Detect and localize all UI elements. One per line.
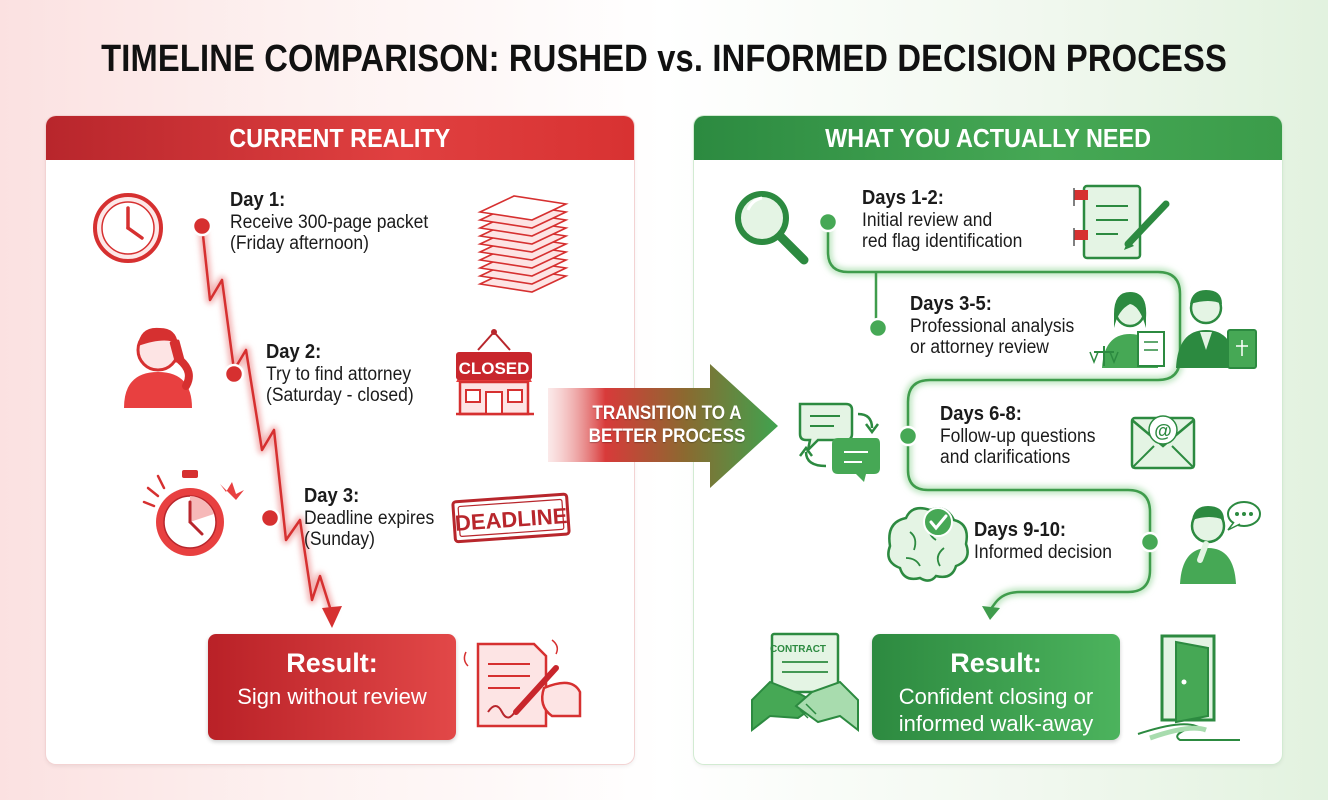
email-envelope-icon xyxy=(1130,415,1196,470)
day1-description: Receive 300-page packet (Friday afternoo… xyxy=(230,212,429,254)
person-phone-icon xyxy=(124,327,193,408)
open-door-icon xyxy=(1137,634,1240,741)
day2-marker xyxy=(223,363,245,385)
flagged-document-icon xyxy=(1073,184,1170,260)
informed-result-value: Confident closing or informed walk-away xyxy=(898,684,1094,736)
days9-10-step: Days 9-10: Informed decision xyxy=(974,519,1124,564)
closed-building-icon xyxy=(456,329,534,416)
transition-arrow xyxy=(548,364,778,488)
days1-2-description: Initial review and red flag identificati… xyxy=(862,210,1023,252)
deadline-stamp xyxy=(451,492,571,544)
signing-document-icon xyxy=(463,639,582,728)
closed-sign-text: CLOSED xyxy=(459,359,530,378)
days6-8-step: Days 6-8: Follow-up questions and clarif… xyxy=(940,403,1109,469)
brain-check-icon xyxy=(887,507,969,582)
rushed-result-value: Sign without review xyxy=(237,684,427,709)
chat-bubbles-icon xyxy=(798,402,880,482)
clock-icon xyxy=(93,193,163,263)
rushed-result-label: Result: xyxy=(286,648,378,678)
day2-description: Try to find attorney (Saturday - closed) xyxy=(266,364,414,406)
page-title: TIMELINE COMPARISON: RUSHED vs. INFORMED… xyxy=(101,38,1227,80)
day3-title: Day 3: xyxy=(304,485,360,507)
days3-5-step: Days 3-5: Professional analysis or attor… xyxy=(910,293,1088,359)
thinking-person-icon xyxy=(1180,501,1261,584)
days1-2-marker xyxy=(817,211,839,233)
days1-2-title: Days 1-2: xyxy=(862,187,944,209)
days6-8-marker xyxy=(897,425,919,447)
day1-title: Day 1: xyxy=(230,189,286,211)
day2-step: Day 2: Try to find attorney (Saturday - … xyxy=(266,341,427,407)
informed-result-box: Result: Confident closing or informed wa… xyxy=(872,634,1120,740)
day3-marker xyxy=(259,507,281,529)
days3-5-title: Days 3-5: xyxy=(910,293,992,315)
attorney-icon xyxy=(1176,290,1257,369)
stopwatch-icon xyxy=(142,470,244,556)
informed-result-label: Result: xyxy=(950,648,1042,678)
transition-label: TRANSITION TO A BETTER PROCESS xyxy=(588,403,746,447)
rushed-result-box: Result: Sign without review xyxy=(208,634,456,740)
contract-label: CONTRACT xyxy=(770,644,826,655)
days3-5-description: Professional analysis or attorney review xyxy=(910,316,1075,358)
email-at-symbol: @ xyxy=(1154,421,1172,441)
day1-step: Day 1: Receive 300-page packet (Friday a… xyxy=(230,189,445,255)
days3-5-marker xyxy=(867,317,889,339)
actual-need-header: WHAT YOU ACTUALLY NEED xyxy=(694,116,1282,160)
days1-2-step: Days 1-2: Initial review and red flag id… xyxy=(862,187,1036,253)
rushed-timeline-line xyxy=(198,225,342,628)
day3-description: Deadline expires (Sunday) xyxy=(304,508,435,550)
paper-stack-icon xyxy=(477,195,569,293)
day2-title: Day 2: xyxy=(266,341,322,363)
days9-10-title: Days 9-10: xyxy=(974,519,1067,541)
days9-10-marker xyxy=(1139,531,1161,553)
day1-marker xyxy=(191,215,213,237)
day3-step: Day 3: Deadline expires (Sunday) xyxy=(304,485,446,551)
current-reality-header: CURRENT REALITY xyxy=(46,116,634,160)
analyst-icon xyxy=(1089,292,1165,368)
days9-10-description: Informed decision xyxy=(974,542,1112,563)
magnifier-icon xyxy=(735,191,809,265)
days6-8-title: Days 6-8: xyxy=(940,403,1022,425)
days6-8-description: Follow-up questions and clarifications xyxy=(940,426,1096,468)
contract-handshake-icon xyxy=(751,632,859,733)
